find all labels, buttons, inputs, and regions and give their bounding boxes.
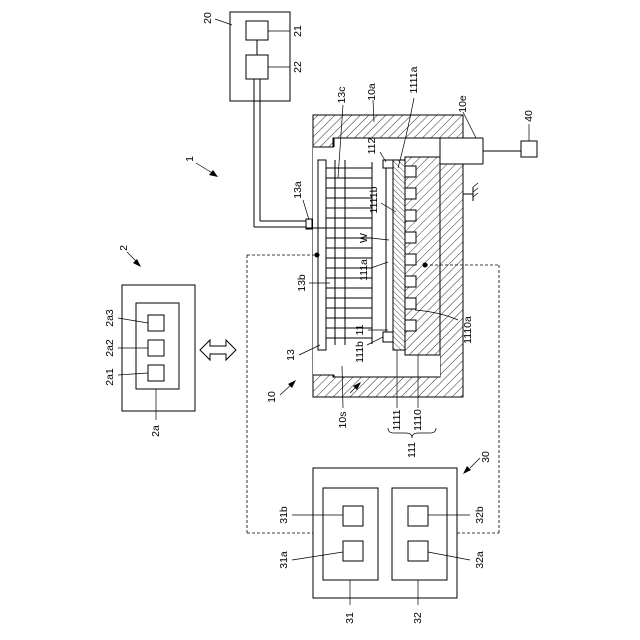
label-20: 20 [202,12,214,24]
label-1111: 1111 [391,409,403,430]
label-1: 1 [184,156,196,162]
ground-symbol [463,183,478,201]
label-13: 13 [285,349,297,361]
label-2a3: 2a3 [104,309,116,327]
label-22: 22 [292,61,304,73]
label-2: 2 [118,245,130,251]
label-13b: 13b [296,274,308,292]
label-10s: 10s [337,412,349,429]
stage-11 [383,157,440,355]
label-40: 40 [523,110,535,122]
label-2a: 2a [150,425,162,437]
label-10e: 10e [457,95,469,113]
label-31b: 31b [278,506,290,524]
label-32a: 32a [474,551,486,569]
label-111a: 111a [358,259,370,281]
label-11: 11 [354,324,366,335]
label-13a: 13a [292,181,304,199]
label-1111a: 1111a [408,66,420,93]
label-21: 21 [292,25,304,37]
label-111: 111 [406,442,418,458]
label-10a: 10a [366,83,378,101]
double-arrow-icon [200,340,236,360]
label-30: 30 [480,451,492,463]
label-111b: 111b [354,341,366,363]
label-10: 10 [266,391,278,403]
label-W: W [358,233,370,243]
unit-30 [313,468,457,598]
label-31a: 31a [278,551,290,569]
label-1110: 1110 [412,409,424,431]
label-2a1: 2a1 [104,368,116,386]
label-1110a: 1110a [462,316,474,344]
label-32b: 32b [474,506,486,524]
label-1111b: 1111b [368,186,380,213]
label-13c: 13c [336,87,348,104]
label-31: 31 [344,612,356,624]
label-32: 32 [412,612,424,624]
exhaust-10e [440,138,537,164]
label-112: 112 [366,137,378,154]
label-2a2: 2a2 [104,339,116,357]
